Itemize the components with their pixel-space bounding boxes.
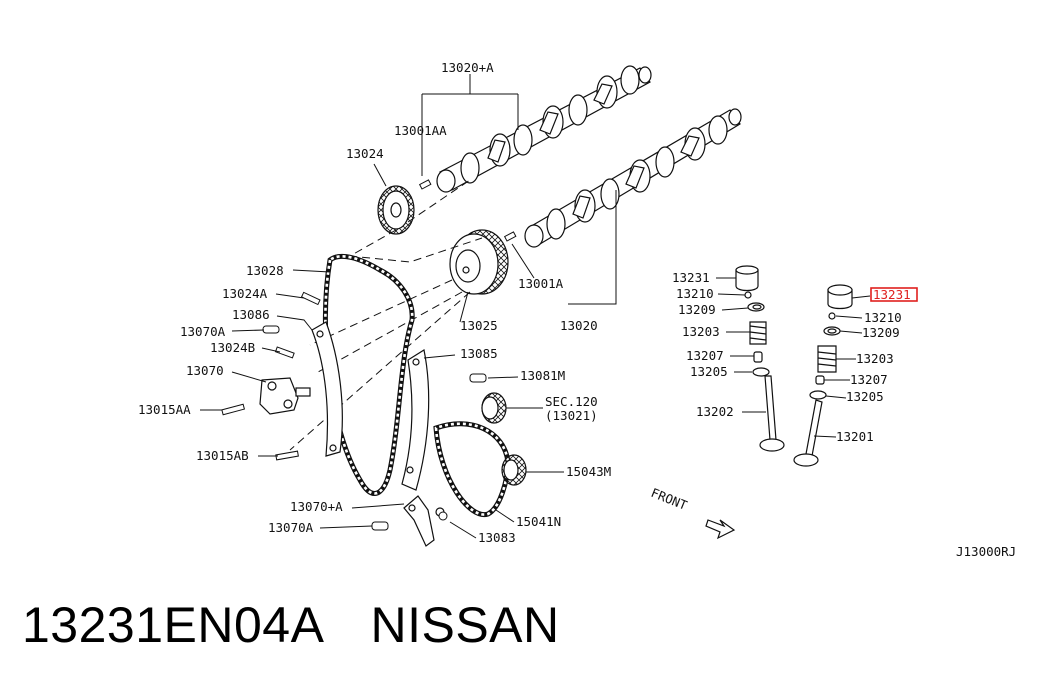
label-tensioner: 13070 xyxy=(186,363,224,378)
label-camshaft-exhaust: 13020 xyxy=(560,318,598,333)
label-retainer-right: 13209 xyxy=(862,325,900,340)
slack-guide xyxy=(311,321,343,457)
label-drawing-code: J13000RJ xyxy=(956,544,1016,559)
label-pin-a2: 13070A xyxy=(268,520,314,535)
label-dowel-upper: 13001AA xyxy=(394,123,447,138)
vtc-sprocket-13025 xyxy=(449,229,509,295)
label-spring-right: 13203 xyxy=(856,351,894,366)
label-stud: 13081M xyxy=(520,368,565,383)
tension-guide-13085 xyxy=(401,349,430,491)
bolt-13083 xyxy=(438,511,448,521)
label-seal-right: 13207 xyxy=(850,372,888,387)
label-guide-pin: 13086 xyxy=(232,307,270,322)
label-seat-right: 13205 xyxy=(846,389,884,404)
label-valve-left: 13202 xyxy=(696,404,734,419)
dowel-pins xyxy=(418,179,517,242)
label-sprocket-upper: 13024 xyxy=(346,146,384,161)
crank-sprocket xyxy=(481,392,507,424)
label-bolt-b: 13024B xyxy=(210,340,255,355)
part-labels: 13020+A 13001AA 13024 13028 13024A 13086… xyxy=(138,60,1016,559)
leader-lines xyxy=(200,74,871,539)
label-lifter-left: 13231 xyxy=(672,270,710,285)
tensioner-arm xyxy=(403,495,445,547)
label-bolt-a: 13024A xyxy=(222,286,268,301)
oil-pump-sprocket xyxy=(501,454,527,486)
bolts-left xyxy=(221,291,487,531)
chain-tensioner-13070 xyxy=(259,377,311,415)
sprocket-13024 xyxy=(377,185,415,235)
label-vtc-sprocket: 13025 xyxy=(460,318,498,333)
label-sec-ref-1: SEC.120 xyxy=(545,394,598,409)
oil-pump-chain xyxy=(433,421,511,518)
label-valve-right: 13201 xyxy=(836,429,874,444)
alignment-lines xyxy=(289,179,483,451)
highlight-box xyxy=(870,287,918,302)
label-seal-left: 13207 xyxy=(686,348,724,363)
label-oil-pump-sprocket: 15043M xyxy=(566,464,611,479)
label-collet-left: 13210 xyxy=(676,286,714,301)
valve-train-right xyxy=(793,284,853,467)
label-bolt-83: 13083 xyxy=(478,530,516,545)
part-number: 13231EN04A xyxy=(22,597,325,653)
label-sec-ref-2: (13021) xyxy=(545,408,598,423)
valve-train-left xyxy=(735,265,785,452)
label-collet-right: 13210 xyxy=(864,310,902,325)
label-spring-left: 13203 xyxy=(682,324,720,339)
camshaft-exhaust xyxy=(524,108,742,248)
label-dowel-lower: 13001A xyxy=(518,276,564,291)
label-chain-guide: 13085 xyxy=(460,346,498,361)
label-seat-left: 13205 xyxy=(690,364,728,379)
camshaft-intake xyxy=(436,65,652,193)
label-oil-pump-chain: 15041N xyxy=(516,514,561,529)
label-front: FRONT xyxy=(649,485,690,513)
label-pin-a: 13070A xyxy=(180,324,226,339)
label-bolt-aa: 13015AA xyxy=(138,402,191,417)
label-tensioner-arm: 13070+A xyxy=(290,499,343,514)
part-footer: 13231EN04A NISSAN xyxy=(22,596,560,654)
label-lifter-right: 13231 xyxy=(873,287,911,302)
label-bolt-ab: 13015AB xyxy=(196,448,249,463)
label-retainer-left: 13209 xyxy=(678,302,716,317)
brand-name: NISSAN xyxy=(370,597,560,653)
front-arrow xyxy=(705,519,736,540)
label-camshaft-intake: 13020+A xyxy=(441,60,494,75)
label-chain-primary: 13028 xyxy=(246,263,284,278)
